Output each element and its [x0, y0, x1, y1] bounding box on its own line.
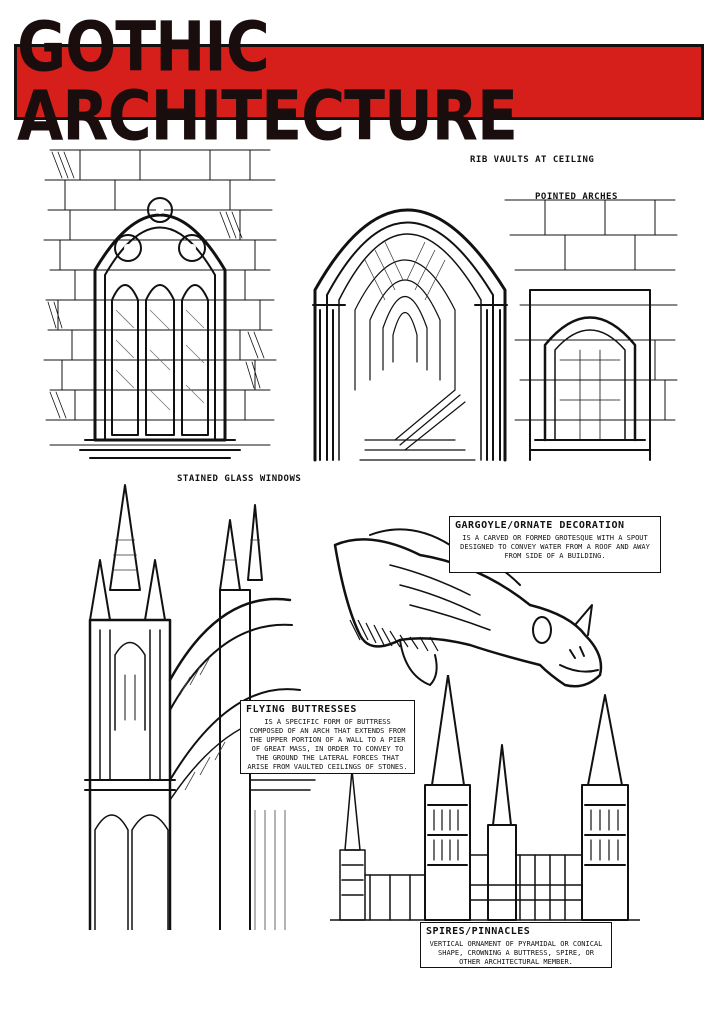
flying-buttress-sketch	[84, 484, 316, 930]
title-banner: GOTHIC ARCHITECTURE	[14, 13, 704, 151]
label-rib-vaults: RIB VAULTS AT CEILING	[470, 155, 595, 165]
note-flying-buttresses: FLYING BUTTRESSES IS A SPECIFIC FORM OF …	[240, 700, 415, 774]
note-gargoyle-body: IS A CARVED OR FORMED GROTESQUE WITH A S…	[460, 534, 650, 560]
note-gargoyle: GARGOYLE/ORNATE DECORATION IS A CARVED O…	[449, 516, 661, 573]
spires-pinnacles-sketch	[330, 675, 640, 921]
rib-vault-arch-sketch	[312, 199, 678, 462]
stained-glass-window-sketch	[43, 149, 277, 459]
page-title: GOTHIC ARCHITECTURE	[17, 7, 518, 157]
label-stained-glass: STAINED GLASS WINDOWS	[177, 474, 302, 484]
note-spires: SPIRES/PINNACLES VERTICAL ORNAMENT OF PY…	[420, 922, 612, 968]
note-flying-buttresses-title: FLYING BUTTRESSES	[246, 704, 357, 715]
label-pointed-arches: POINTED ARCHES	[535, 192, 618, 202]
note-spires-body: VERTICAL ORNAMENT OF PYRAMIDAL OR CONICA…	[429, 940, 603, 966]
note-spires-title: SPIRES/PINNACLES	[426, 926, 531, 937]
note-flying-buttresses-body: IS A SPECIFIC FORM OF BUTTRESS COMPOSED …	[247, 718, 408, 771]
note-gargoyle-title: GARGOYLE/ORNATE DECORATION	[455, 520, 625, 531]
